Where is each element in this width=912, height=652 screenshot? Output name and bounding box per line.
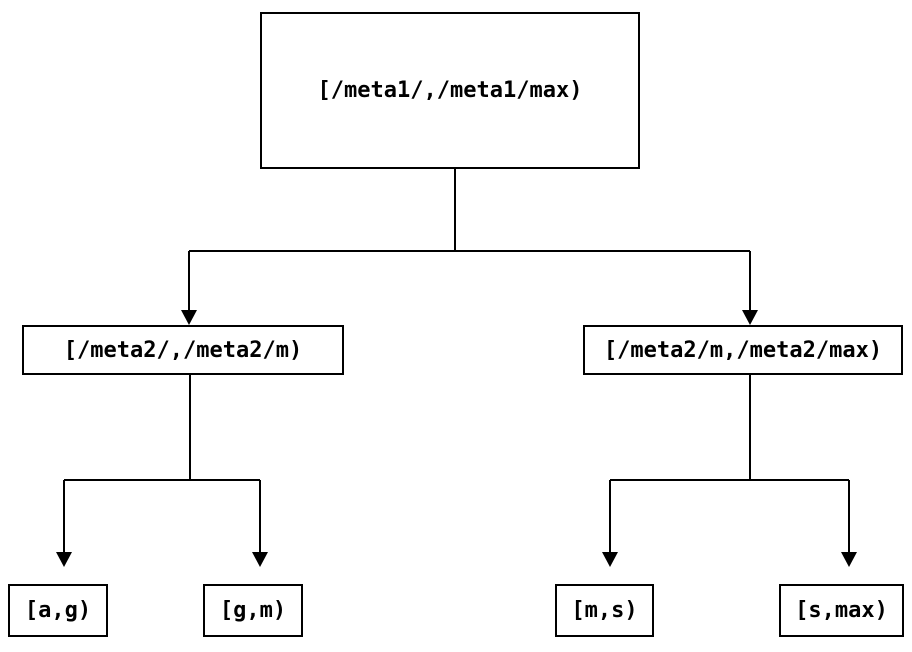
- arrowhead-down-icon: [841, 552, 857, 567]
- arrowhead-down-icon: [181, 310, 197, 325]
- arrowhead-down-icon: [742, 310, 758, 325]
- node-root: [/meta1/,/meta1/max): [260, 12, 640, 169]
- arrowhead-down-icon: [252, 552, 268, 567]
- node-meta2-right-label: [/meta2/m,/meta2/max): [603, 337, 883, 363]
- node-leaf-g-m: [g,m): [203, 584, 303, 637]
- node-meta2-left-label: [/meta2/,/meta2/m): [63, 337, 303, 363]
- node-meta2-right: [/meta2/m,/meta2/max): [583, 325, 903, 375]
- arrowhead-down-icon: [602, 552, 618, 567]
- node-leaf-m-s: [m,s): [555, 584, 654, 637]
- arrowhead-down-icon: [56, 552, 72, 567]
- node-leaf-g-m-label: [g,m): [219, 598, 287, 623]
- node-leaf-s-max: [s,max): [779, 584, 904, 637]
- node-leaf-s-max-label: [s,max): [795, 598, 888, 623]
- node-leaf-a-g: [a,g): [8, 584, 108, 637]
- node-leaf-m-s-label: [m,s): [571, 598, 638, 623]
- node-leaf-a-g-label: [a,g): [24, 598, 92, 623]
- node-root-label: [/meta1/,/meta1/max): [317, 78, 583, 103]
- node-meta2-left: [/meta2/,/meta2/m): [22, 325, 344, 375]
